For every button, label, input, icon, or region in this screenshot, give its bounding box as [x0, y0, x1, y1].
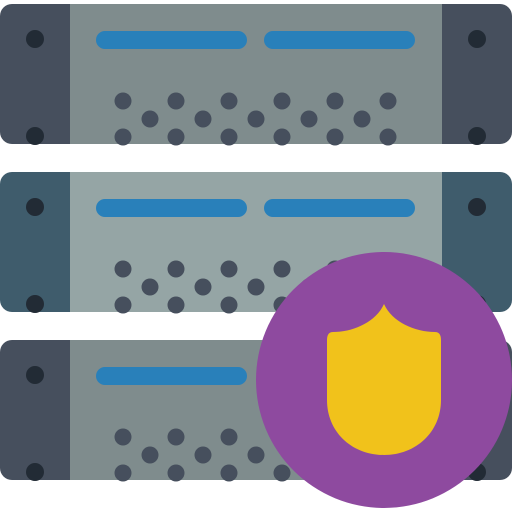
vent-dot	[114, 260, 132, 278]
vent-dot	[353, 110, 371, 128]
vent-dot	[167, 260, 185, 278]
drive-slot	[96, 199, 247, 217]
vent-dot	[194, 110, 212, 128]
vent-dot	[167, 464, 185, 482]
vent-dot	[141, 278, 159, 296]
vent-dot	[167, 92, 185, 110]
vent-dot	[220, 464, 238, 482]
screw	[26, 198, 44, 216]
vent-dot	[114, 464, 132, 482]
vent-dot	[220, 260, 238, 278]
vent-dot	[379, 128, 397, 146]
vent-dot	[326, 92, 344, 110]
vent-dot	[194, 278, 212, 296]
vent-dot	[114, 296, 132, 314]
screw	[468, 127, 486, 145]
drive-slot	[96, 31, 247, 49]
vent-dot	[300, 110, 318, 128]
vent-dot	[273, 92, 291, 110]
vent-dot	[247, 446, 265, 464]
drive-slot	[264, 31, 415, 49]
vent-dot	[220, 428, 238, 446]
screw	[26, 30, 44, 48]
shield-icon	[327, 304, 441, 455]
vent-dot	[220, 92, 238, 110]
vent-dot	[273, 464, 291, 482]
vent-dot	[141, 446, 159, 464]
drive-slot	[96, 367, 247, 385]
vent-dot	[167, 428, 185, 446]
vent-dot	[326, 128, 344, 146]
screw	[26, 127, 44, 145]
screw	[468, 198, 486, 216]
shield-badge-icon	[256, 252, 512, 508]
vent-dot	[167, 296, 185, 314]
screw	[26, 295, 44, 313]
vent-dot	[220, 296, 238, 314]
vent-dot	[379, 92, 397, 110]
screw	[26, 463, 44, 481]
server-unit-top	[0, 4, 512, 146]
vent-dot	[247, 278, 265, 296]
screw	[468, 30, 486, 48]
vent-dot	[247, 110, 265, 128]
screw	[26, 366, 44, 384]
vent-dot	[167, 128, 185, 146]
vent-dot	[141, 110, 159, 128]
vent-dot	[273, 260, 291, 278]
vent-dot	[194, 446, 212, 464]
vent-dot	[114, 128, 132, 146]
vent-dot	[220, 128, 238, 146]
drive-slot	[264, 199, 415, 217]
vent-dot	[273, 128, 291, 146]
vent-dot	[114, 92, 132, 110]
vent-dot	[114, 428, 132, 446]
